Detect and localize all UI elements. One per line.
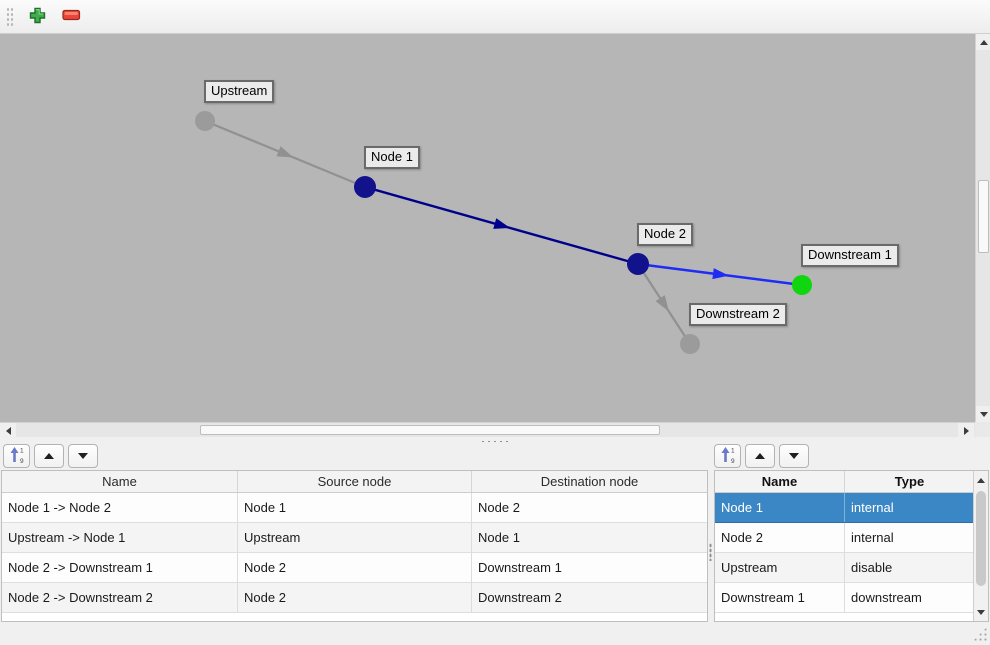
up-arrow-icon: [979, 39, 988, 45]
node-label[interactable]: Node 2: [637, 223, 693, 246]
minus-icon: [61, 9, 81, 24]
edge-arrowhead-icon: [493, 218, 511, 229]
scroll-up-button[interactable]: [974, 472, 988, 488]
graph-node[interactable]: [680, 334, 700, 354]
up-arrow-icon: [755, 453, 765, 459]
edges-sort-button[interactable]: 1 9: [3, 444, 30, 468]
plus-icon: [29, 7, 46, 27]
edge-arrowhead-icon: [655, 295, 669, 312]
nodes-sort-button[interactable]: 1 9: [714, 444, 741, 468]
node-row[interactable]: Node 2 internal: [715, 523, 974, 553]
node-cell: internal: [851, 530, 894, 545]
edge-cell: Upstream -> Node 1: [2, 523, 238, 552]
add-node-button[interactable]: [23, 4, 51, 30]
node-label[interactable]: Node 1: [364, 146, 420, 169]
node-cell: Node 2: [715, 523, 845, 552]
column-header[interactable]: Type: [894, 474, 925, 489]
node-row[interactable]: Downstream 1 downstream: [715, 583, 974, 613]
edges-move-up-button[interactable]: [34, 444, 64, 468]
node-cell: Downstream 1: [715, 583, 845, 612]
edge-cell: Node 2: [238, 553, 472, 582]
node-cell: internal: [851, 500, 894, 515]
remove-node-button[interactable]: [57, 4, 85, 30]
svg-text:1: 1: [20, 447, 24, 454]
scroll-down-button[interactable]: [974, 604, 988, 620]
scroll-right-button[interactable]: [958, 423, 974, 438]
edge-arrowhead-icon: [712, 268, 729, 280]
window-resize-grip[interactable]: [972, 626, 988, 642]
nodes-table-header: Name Type: [715, 471, 974, 493]
right-arrow-icon: [963, 426, 969, 435]
svg-text:1: 1: [731, 447, 735, 454]
graph-svg: [195, 111, 812, 354]
sort-ascending-icon: 1 9: [720, 446, 736, 467]
down-arrow-icon: [979, 411, 988, 417]
nodes-move-up-button[interactable]: [745, 444, 775, 468]
scroll-down-button[interactable]: [976, 406, 990, 422]
vertical-splitter[interactable]: [709, 543, 712, 561]
scroll-up-button[interactable]: [976, 34, 990, 50]
nodes-table-scrollbar[interactable]: [973, 471, 988, 621]
canvas-horizontal-scrollbar[interactable]: [0, 422, 975, 438]
column-header[interactable]: Name: [2, 471, 238, 492]
graph-node[interactable]: [627, 253, 649, 275]
node-cell: Upstream: [715, 553, 845, 582]
node-cell: Node 1: [715, 493, 845, 522]
table-scroll-thumb[interactable]: [976, 491, 986, 586]
graph-node[interactable]: [195, 111, 215, 131]
scrollbar-corner: [975, 422, 990, 437]
node-row[interactable]: Upstream disable: [715, 553, 974, 583]
down-arrow-icon: [789, 453, 799, 459]
scroll-left-button[interactable]: [0, 423, 16, 438]
canvas-vertical-scrollbar[interactable]: [975, 34, 990, 422]
column-header[interactable]: Name: [715, 471, 845, 492]
edge-arrowhead-icon: [276, 146, 294, 158]
nodes-move-down-button[interactable]: [779, 444, 809, 468]
vertical-scroll-thumb[interactable]: [978, 180, 989, 253]
up-arrow-icon: [44, 453, 54, 459]
horizontal-scroll-thumb[interactable]: [200, 425, 660, 435]
down-arrow-icon: [977, 609, 985, 615]
edge-cell: Downstream 1: [478, 560, 562, 575]
edge-cell: Node 2 -> Downstream 1: [2, 553, 238, 582]
graph-node[interactable]: [792, 275, 812, 295]
column-header[interactable]: Source node: [238, 471, 472, 492]
graph-node[interactable]: [354, 176, 376, 198]
edge-cell: Node 1 -> Node 2: [2, 493, 238, 522]
horizontal-splitter[interactable]: [480, 440, 512, 443]
edge-cell: Node 2: [238, 583, 472, 612]
edge-cell: Node 2: [478, 500, 520, 515]
edge-cell: Node 2 -> Downstream 2: [2, 583, 238, 612]
edge-cell: Node 1: [238, 493, 472, 522]
edge-cell: Upstream: [238, 523, 472, 552]
edges-move-down-button[interactable]: [68, 444, 98, 468]
left-arrow-icon: [5, 426, 11, 435]
svg-text:9: 9: [20, 458, 24, 464]
sort-ascending-icon: 1 9: [9, 446, 25, 467]
edge-cell: Node 1: [478, 530, 520, 545]
node-label[interactable]: Downstream 1: [801, 244, 899, 267]
node-row[interactable]: Node 1 internal: [715, 493, 974, 523]
toolbar-grip[interactable]: [6, 5, 15, 28]
svg-text:9: 9: [731, 458, 735, 464]
node-cell: disable: [851, 560, 893, 575]
node-label[interactable]: Upstream: [204, 80, 275, 103]
main-toolbar: [0, 0, 990, 34]
column-header[interactable]: Destination node: [540, 474, 639, 489]
node-cell: downstream: [851, 590, 922, 605]
node-label[interactable]: Downstream 2: [689, 303, 787, 326]
edge-cell: Downstream 2: [478, 590, 562, 605]
up-arrow-icon: [977, 477, 985, 483]
down-arrow-icon: [78, 453, 88, 459]
